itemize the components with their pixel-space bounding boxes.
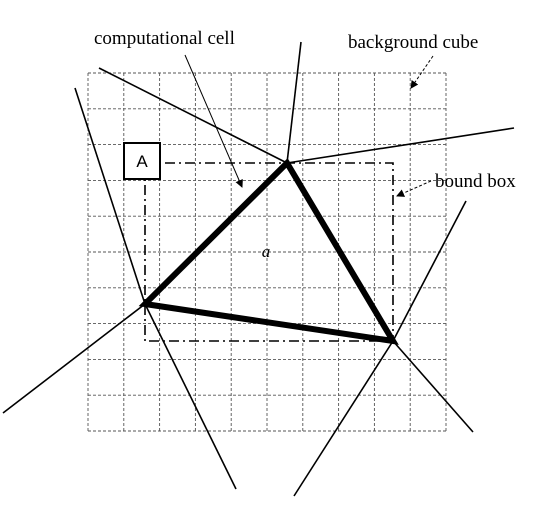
- leader-lines: [184, 54, 434, 197]
- arrow-bound-box: [396, 180, 432, 197]
- arrow-computational-cell: [184, 54, 243, 188]
- edge-left-upper: [74, 87, 146, 305]
- edge-top-right: [286, 127, 515, 164]
- cell-letter: a: [262, 242, 271, 261]
- box-a: [123, 142, 161, 180]
- edge-right-lower: [392, 340, 474, 433]
- neighbor-edges: [2, 41, 515, 497]
- edge-left-lower: [2, 303, 146, 414]
- bound-box: [144, 162, 394, 342]
- label-bound-box: bound box: [435, 171, 516, 192]
- box-a-letter: A: [136, 152, 148, 171]
- edge-bottom-left: [144, 303, 237, 490]
- label-background-cube: background cube: [348, 32, 478, 53]
- computational-cell-triangle: [138, 158, 399, 345]
- arrow-background-cube: [410, 55, 434, 89]
- edge-top: [286, 41, 302, 164]
- label-computational-cell: computational cell: [94, 28, 235, 49]
- edge-bottom-right: [293, 340, 394, 497]
- edge-top-left: [98, 67, 288, 164]
- edge-right-upper: [392, 200, 467, 342]
